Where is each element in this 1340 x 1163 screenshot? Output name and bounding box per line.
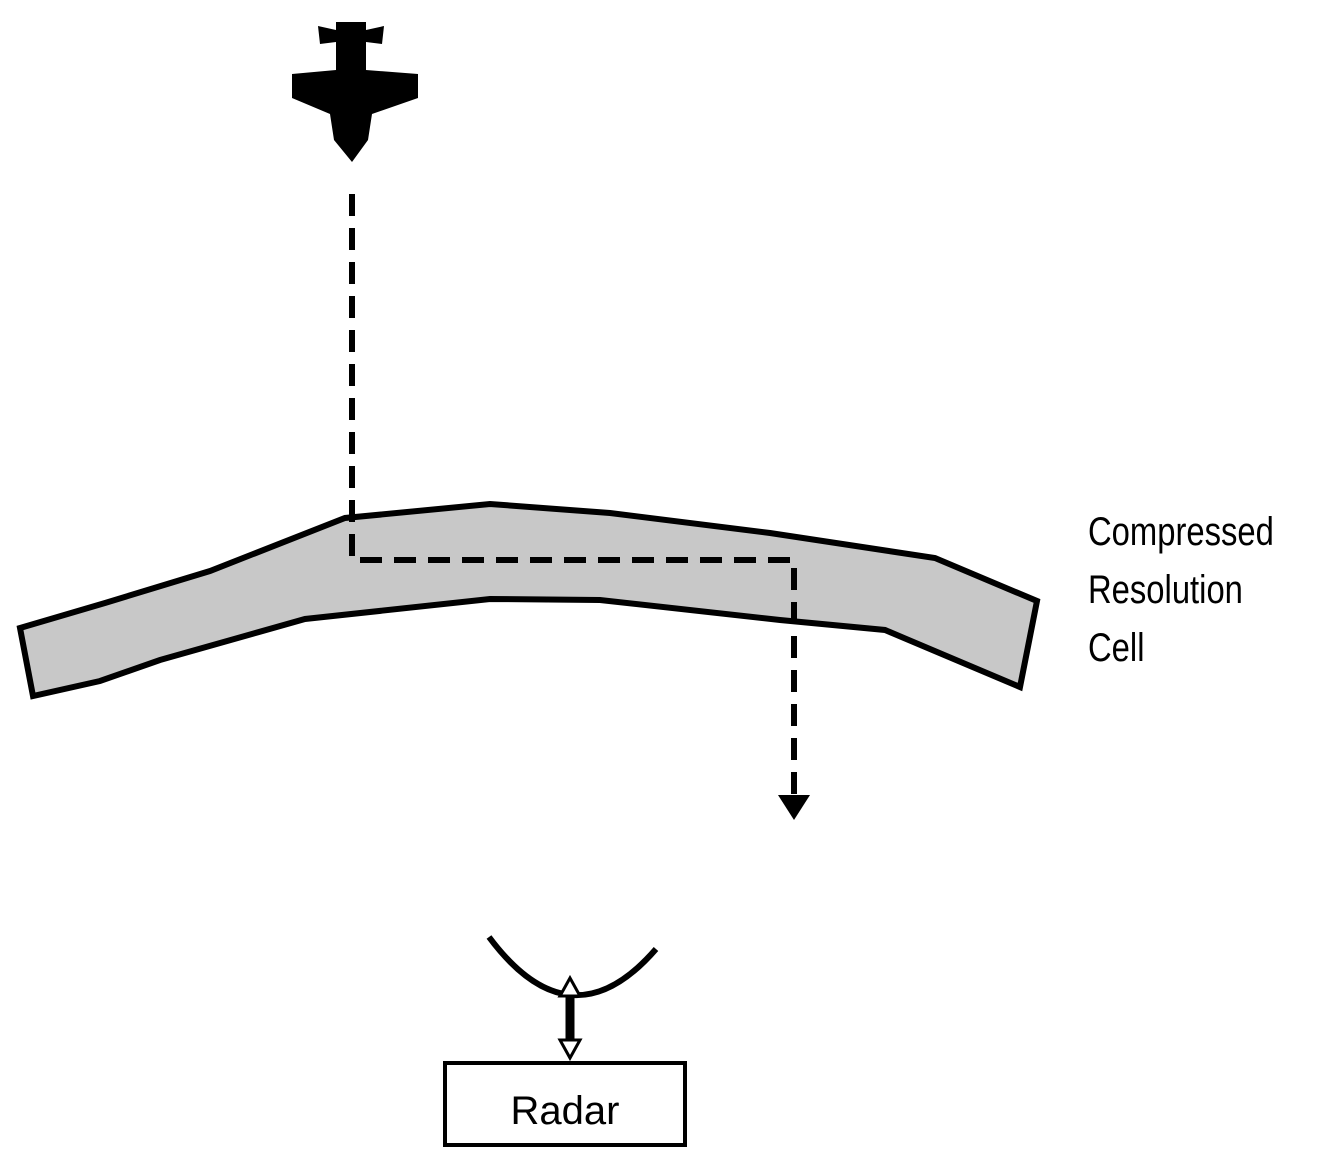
radar-label: Radar (511, 1089, 620, 1133)
bidirectional-arrow-icon (557, 974, 583, 1062)
signal-arrowhead (778, 795, 810, 820)
radar-box (443, 1061, 687, 1147)
compressed-resolution-cell (16, 500, 1041, 700)
cell-label-line1: Compressed (1088, 509, 1274, 554)
signal-path-dashed (349, 194, 797, 795)
aircraft-icon (292, 22, 418, 162)
cell-label-line3: Cell (1088, 625, 1144, 670)
cell-label-line2: Resolution (1088, 567, 1243, 612)
